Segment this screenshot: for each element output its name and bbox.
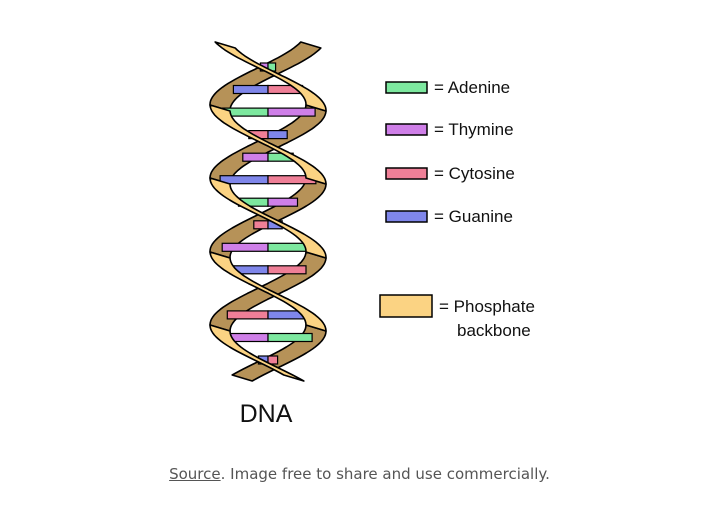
backbone-segment-front bbox=[214, 41, 327, 112]
legend-item-cytosine: = Cytosine bbox=[385, 164, 515, 183]
legend-label-cytosine: = Cytosine bbox=[434, 164, 515, 183]
legend-item-backbone: = Phosphate backbone bbox=[379, 294, 535, 340]
base-cytosine bbox=[267, 265, 307, 275]
base-guanine bbox=[267, 130, 288, 140]
legend-label-guanine: = Guanine bbox=[434, 207, 513, 226]
guanine-swatch bbox=[385, 210, 428, 223]
source-link[interactable]: Source bbox=[169, 465, 221, 483]
image-caption: Source. Image free to share and use comm… bbox=[0, 465, 719, 483]
base-cytosine bbox=[226, 310, 269, 320]
base-pair-rungs bbox=[219, 62, 317, 365]
adenine-swatch bbox=[385, 81, 428, 94]
backbone-front-strand bbox=[209, 41, 327, 382]
legend-item-thymine: = Thymine bbox=[385, 120, 514, 139]
base-thymine bbox=[221, 242, 269, 252]
base-cytosine bbox=[267, 355, 279, 365]
backbone-segment-back bbox=[209, 41, 322, 112]
base-guanine bbox=[232, 84, 269, 95]
legend-label-thymine: = Thymine bbox=[434, 120, 514, 139]
backbone-segment-front bbox=[209, 104, 327, 185]
caption-text: . Image free to share and use commercial… bbox=[220, 465, 550, 483]
base-thymine bbox=[267, 107, 316, 117]
base-thymine bbox=[267, 197, 299, 207]
legend-item-guanine: = Guanine bbox=[385, 207, 513, 226]
cytosine-swatch bbox=[385, 167, 428, 180]
legend-label-backbone-line2: backbone bbox=[457, 321, 531, 340]
backbone-segment-front bbox=[209, 251, 327, 332]
thymine-swatch bbox=[385, 123, 428, 136]
legend: = Adenine = Thymine = Cytosine = Guanine… bbox=[379, 78, 535, 340]
legend-label-backbone: = Phosphate bbox=[439, 297, 535, 316]
backbone-segment-front bbox=[209, 324, 305, 382]
base-adenine bbox=[267, 332, 313, 343]
base-thymine bbox=[242, 152, 269, 162]
legend-label-adenine: = Adenine bbox=[434, 78, 510, 97]
diagram-title: DNA bbox=[240, 400, 293, 428]
base-cytosine bbox=[253, 220, 269, 230]
legend-item-adenine: = Adenine bbox=[385, 78, 510, 97]
dna-helix bbox=[209, 41, 327, 382]
backbone-swatch bbox=[379, 294, 433, 318]
backbone-segment-front bbox=[209, 177, 327, 259]
